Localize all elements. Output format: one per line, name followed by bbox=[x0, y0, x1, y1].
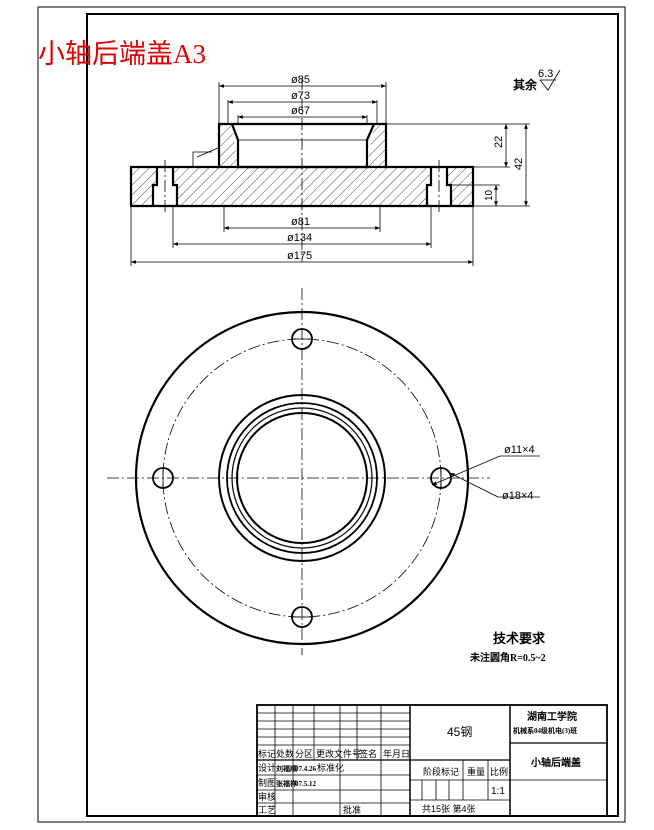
row-process: 工艺 bbox=[258, 805, 276, 815]
boss-outer-circle bbox=[218, 394, 386, 562]
surface-note-label: 其余 bbox=[513, 77, 538, 92]
row-draw-date: 07.5.12 bbox=[295, 780, 317, 788]
paper-border bbox=[37, 6, 626, 823]
row-design-label: 设计 bbox=[258, 762, 276, 773]
row-check: 审核 bbox=[258, 791, 276, 802]
title-banner: 小轴后端盖A3 bbox=[38, 39, 206, 69]
dim-d81: ø81 bbox=[291, 216, 310, 228]
tech-req-heading: 技术要求 bbox=[493, 631, 546, 646]
school-name: 湖南工学院 bbox=[527, 710, 577, 723]
surface-note-value: 6.3 bbox=[538, 68, 553, 80]
approve-label: 批准 bbox=[343, 804, 361, 815]
hdr-mark: 标记 bbox=[258, 748, 276, 759]
tech-req-line1: 未注圆角R=0.5~2 bbox=[469, 651, 546, 664]
stage-mark: 阶段标记 bbox=[423, 766, 459, 777]
plan-view: ø11×4 ø18×4 bbox=[107, 288, 540, 655]
section-view: ø85 ø73 ø67 ø81 ø134 ø175 22 bbox=[129, 74, 530, 266]
dim-lines-bottom bbox=[130, 206, 474, 266]
drawing-frame bbox=[86, 13, 619, 817]
stage-scale: 比例 bbox=[490, 766, 508, 777]
dim-d73: ø73 bbox=[291, 90, 310, 102]
dim-d175: ø175 bbox=[287, 250, 312, 262]
bolt-holes bbox=[152, 328, 452, 628]
hdr-sign: 签名 bbox=[359, 748, 377, 759]
material: 45钢 bbox=[447, 725, 472, 739]
row-draw-label: 制图 bbox=[258, 777, 276, 788]
class-name: 机械系04级机电(3)班 bbox=[513, 726, 577, 735]
hole-large-label: ø18×4 bbox=[502, 490, 534, 502]
dim-42: 42 bbox=[513, 158, 525, 170]
hdr-file: 更改文件号 bbox=[316, 748, 361, 759]
dim-d67: ø67 bbox=[291, 105, 310, 117]
stage-weight: 重量 bbox=[467, 766, 485, 777]
roughness-symbol-icon bbox=[539, 69, 561, 91]
title-block: 45钢 湖南工学院 机械系04级机电(3)班 小轴后端盖 标记 处数 分区 更改… bbox=[256, 704, 608, 817]
hdr-date: 年月日 bbox=[383, 748, 410, 759]
sheets: 共15张 第4张 bbox=[422, 803, 476, 814]
row-draw-name: 张福祥 bbox=[276, 779, 297, 788]
dim-lines-top bbox=[218, 82, 387, 124]
row-design-name: 刘福顺 bbox=[276, 764, 297, 773]
hdr-count: 处数 bbox=[276, 748, 294, 759]
hole-small-label: ø11×4 bbox=[504, 444, 535, 456]
hdr-zone: 分区 bbox=[295, 749, 313, 759]
dim-10: 10 bbox=[484, 189, 495, 201]
row-design-date: 07.4.26 bbox=[295, 765, 317, 773]
flange-outer-circle bbox=[134, 310, 470, 646]
dim-d134: ø134 bbox=[287, 232, 312, 244]
dim-d85: ø85 bbox=[291, 74, 310, 86]
row-design-std: 标准化 bbox=[317, 762, 344, 773]
dim-22: 22 bbox=[493, 136, 505, 148]
surface-note: 其余 6.3 bbox=[513, 68, 561, 92]
scale-value: 1:1 bbox=[491, 786, 505, 797]
dim-lines-right bbox=[386, 123, 530, 207]
part-name: 小轴后端盖 bbox=[530, 756, 581, 769]
